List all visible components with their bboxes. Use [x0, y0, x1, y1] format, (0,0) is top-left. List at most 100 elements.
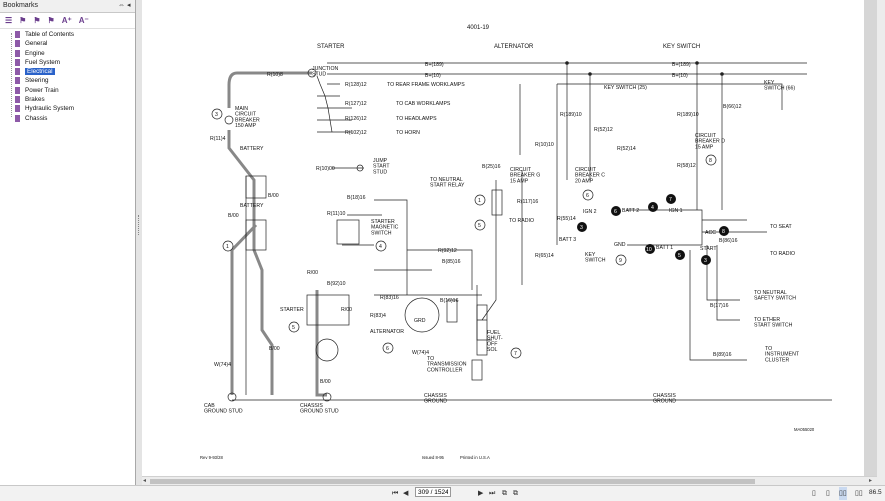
page-number-field[interactable] — [415, 487, 451, 497]
text-larger-icon[interactable]: A⁺ — [61, 16, 72, 25]
bookmark-label: Fuel System — [25, 58, 60, 66]
collapse-bookmark-icon[interactable]: ⚑ — [33, 16, 41, 25]
wire-label: R(83)4 — [370, 313, 386, 319]
bookmark-steering[interactable]: Steering — [0, 76, 135, 85]
bookmark-label: Steering — [25, 77, 49, 85]
zoom-level[interactable]: 86.5 — [869, 489, 882, 496]
bookmark-label: Brakes — [25, 96, 45, 104]
next-view-icon[interactable]: ⧉ — [513, 490, 518, 497]
single-page-icon[interactable]: ▯ — [812, 490, 816, 497]
bookmark-icon — [15, 96, 20, 104]
junction-stud — [307, 68, 317, 78]
text-smaller-icon[interactable]: A⁻ — [78, 16, 89, 25]
starter-solenoid — [306, 294, 350, 326]
label-ign1: IGN 1 — [669, 208, 683, 214]
label-batt3: BATT 3 — [559, 237, 576, 243]
panel-close-icon[interactable]: ◂ — [127, 2, 131, 9]
battery-2 — [245, 219, 267, 251]
callout-6: 6 — [386, 346, 389, 352]
callout-9: 9 — [619, 258, 622, 264]
bookmark-table-of-contents[interactable]: Table of Contents — [0, 30, 135, 39]
bookmark-icon — [15, 58, 20, 66]
scroll-right-icon[interactable]: ▸ — [869, 478, 873, 484]
label-key-switch-25: KEY SWITCH (25) — [604, 85, 647, 91]
bookmark-general[interactable]: General — [0, 39, 135, 48]
alternator — [404, 297, 440, 333]
battery-1 — [245, 175, 267, 199]
bookmark-find-icon[interactable]: ⚑ — [47, 16, 55, 25]
wire — [556, 83, 783, 245]
wire-label: B(17)16 — [710, 303, 729, 309]
tree-guide — [11, 33, 13, 117]
bookmark-hydraulic-system[interactable]: Hydraulic System — [0, 104, 135, 113]
wire-label: B+(189) — [425, 62, 444, 68]
label-battery-2: BATTERY — [240, 203, 264, 209]
wire-label: B+(10) — [425, 73, 441, 79]
wire-label: R(10)00 — [316, 166, 335, 172]
wire-label: B(16)16 — [440, 298, 459, 304]
bookmark-fuel-system[interactable]: Fuel System — [0, 58, 135, 67]
label-gnd: GND — [614, 242, 626, 248]
header-starter: STARTER — [317, 44, 345, 50]
prev-view-icon[interactable]: ⧉ — [502, 490, 507, 497]
callout-6-black: 6 — [614, 209, 617, 215]
facing-icon[interactable]: ▯▯ — [839, 487, 847, 500]
wire-label: B(66)12 — [723, 104, 742, 110]
printed-note: Printed in U.S.A — [460, 455, 490, 460]
cab-ground-stud — [227, 392, 237, 402]
horizontal-scrollbar[interactable]: ◂ ▸ — [142, 476, 877, 486]
label-cab-worklamps: TO CAB WORKLAMPS — [396, 101, 451, 107]
callout-4: 4 — [379, 244, 382, 250]
continuous-icon[interactable]: ▯ — [826, 490, 830, 497]
wire-label: B(92)10 — [327, 281, 346, 287]
scroll-left-icon[interactable]: ◂ — [143, 478, 147, 484]
bookmark-options-icon[interactable]: ☰ — [5, 16, 13, 25]
bookmark-label: Hydraulic System — [25, 105, 74, 113]
wire-label: R(11)10 — [327, 211, 345, 217]
bookmark-icon — [15, 77, 20, 85]
callout-5b: 5 — [478, 223, 481, 229]
callout-4-black: 4 — [651, 205, 654, 211]
wire-label: B/00 — [320, 379, 331, 385]
scrollbar-thumb[interactable] — [150, 479, 755, 484]
panel-options-icon[interactable]: ⇔ — [118, 2, 125, 9]
wire-label: R/00 — [307, 270, 318, 276]
wire-label: R(128)12 — [345, 82, 367, 88]
vertical-scrollbar[interactable] — [877, 0, 885, 485]
label-headlamps: TO HEADLAMPS — [396, 116, 437, 122]
panel-splitter[interactable] — [136, 0, 142, 485]
last-page-icon[interactable]: ⏭ — [489, 490, 496, 497]
label-batt2: BATT 2 — [622, 208, 639, 214]
bookmark-power-train[interactable]: Power Train — [0, 86, 135, 95]
wire-label: R(10)8 — [267, 72, 283, 78]
wire — [332, 167, 382, 246]
wire-label: R/00 — [341, 307, 352, 313]
expand-bookmark-icon[interactable]: ⚑ — [19, 16, 27, 25]
prev-page-icon[interactable]: ◀ — [403, 490, 409, 497]
main-breaker — [224, 115, 234, 125]
wire-label: B(89)16 — [713, 352, 732, 358]
battery-cable — [227, 130, 274, 395]
bookmark-electrical[interactable]: Electrical — [0, 67, 135, 76]
next-page-icon[interactable]: ▶ — [478, 490, 484, 497]
continuous-facing-icon[interactable]: ▯▯ — [855, 490, 863, 497]
wire-label: R(55)14 — [557, 216, 576, 222]
callout-6b: 6 — [586, 193, 589, 199]
wire-label: W(74)4 — [412, 350, 429, 356]
bookmarks-panel: Bookmarks ⇔ ◂ ☰ ⚑ ⚑ ⚑ A⁺ A⁻ Table of Con… — [0, 0, 136, 485]
bookmark-chassis[interactable]: Chassis — [0, 114, 135, 123]
bookmark-brakes[interactable]: Brakes — [0, 95, 135, 104]
first-page-icon[interactable]: ⏮ — [392, 490, 399, 497]
callout-7-black: 7 — [669, 197, 672, 203]
bookmark-engine[interactable]: Engine — [0, 49, 135, 58]
label-to-radio-1: TO RADIO — [509, 218, 534, 224]
wire-label: B+(189) — [672, 62, 691, 68]
label-to-seat: TO SEAT — [770, 224, 793, 230]
